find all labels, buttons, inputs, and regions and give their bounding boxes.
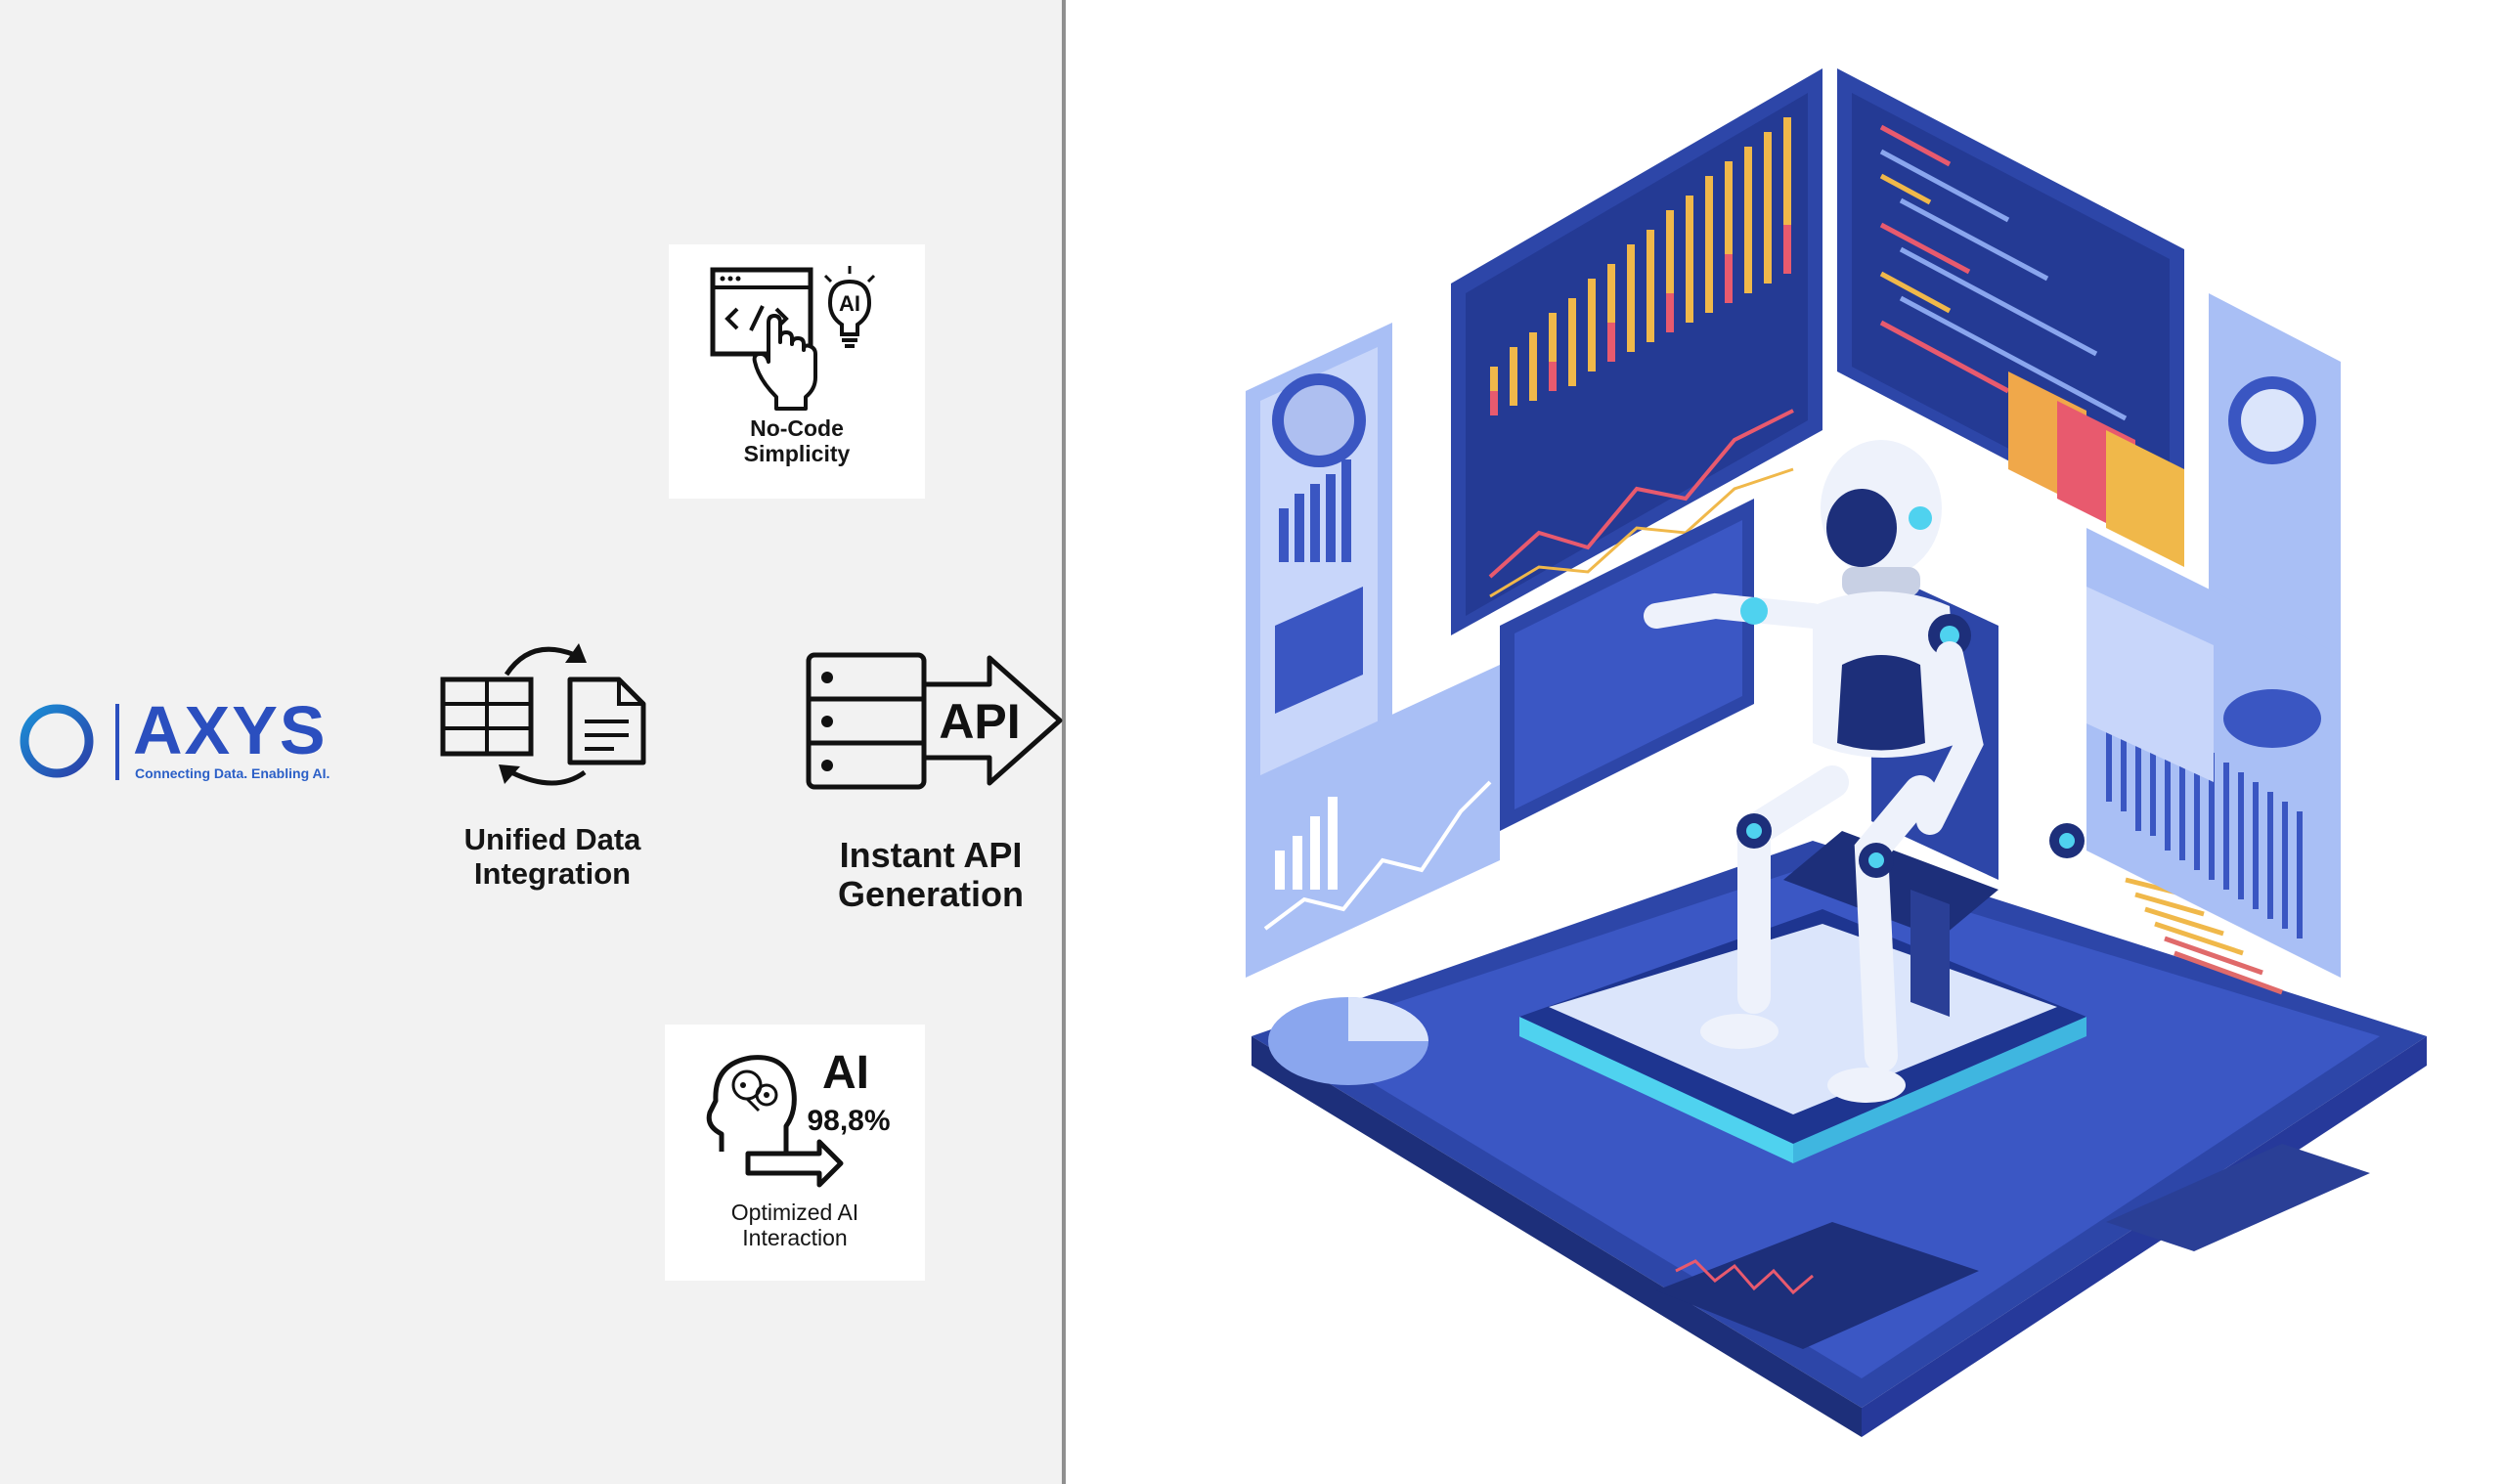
- optimized-card: AI 98,8% Optimized AI Interaction: [665, 1025, 925, 1281]
- api-arrow-icon: API: [924, 655, 1063, 786]
- svg-text:98,8%: 98,8%: [807, 1105, 890, 1137]
- optimized-line2: Interaction: [742, 1224, 848, 1250]
- no-code-card: AI No-Code Simplicity: [669, 244, 925, 499]
- feature-panel: AXYS Connecting Data. Enabling AI. AI No: [0, 0, 1066, 1484]
- api-line2: Generation: [837, 874, 1025, 915]
- no-code-line1: No-Code: [750, 415, 844, 441]
- unified-line2: Integration: [473, 855, 632, 891]
- logo-divider: [115, 704, 119, 780]
- no-code-line2: Simplicity: [743, 440, 851, 466]
- robot-dashboard-illustration: [1246, 68, 2427, 1437]
- server-stack-icon: [806, 652, 927, 790]
- logo-ring-icon: [20, 704, 94, 778]
- code-window-click-icon: AI: [710, 266, 876, 411]
- api-icon: API: [806, 652, 1063, 790]
- svg-text:AI: AI: [822, 1047, 869, 1099]
- brand-tagline: Connecting Data. Enabling AI.: [135, 765, 330, 781]
- right-arrow-icon: [745, 1139, 844, 1188]
- no-code-label: No-Code Simplicity: [669, 415, 925, 467]
- api-label: Instant API Generation: [794, 835, 1068, 915]
- illustration-panel: [1070, 0, 2503, 1484]
- unified-line1: Unified Data: [463, 822, 641, 856]
- table-grid-icon: [440, 677, 534, 757]
- sync-arrows-icon: [499, 643, 587, 786]
- head-brain-icon: AI 98,8%: [706, 1047, 891, 1188]
- unified-label: Unified Data Integration: [420, 822, 684, 891]
- unified-data-icon: [440, 643, 646, 786]
- document-icon: [567, 677, 646, 765]
- brand-name: AXYS: [133, 692, 328, 768]
- optimized-line1: Optimized AI: [730, 1200, 859, 1225]
- lightbulb-ai-icon: AI: [823, 266, 876, 348]
- api-line1: Instant API: [839, 835, 1023, 875]
- optimized-label: Optimized AI Interaction: [665, 1200, 925, 1251]
- svg-text:AI: AI: [839, 291, 860, 316]
- svg-text:API: API: [939, 694, 1020, 749]
- logo: AXYS Connecting Data. Enabling AI.: [14, 696, 336, 786]
